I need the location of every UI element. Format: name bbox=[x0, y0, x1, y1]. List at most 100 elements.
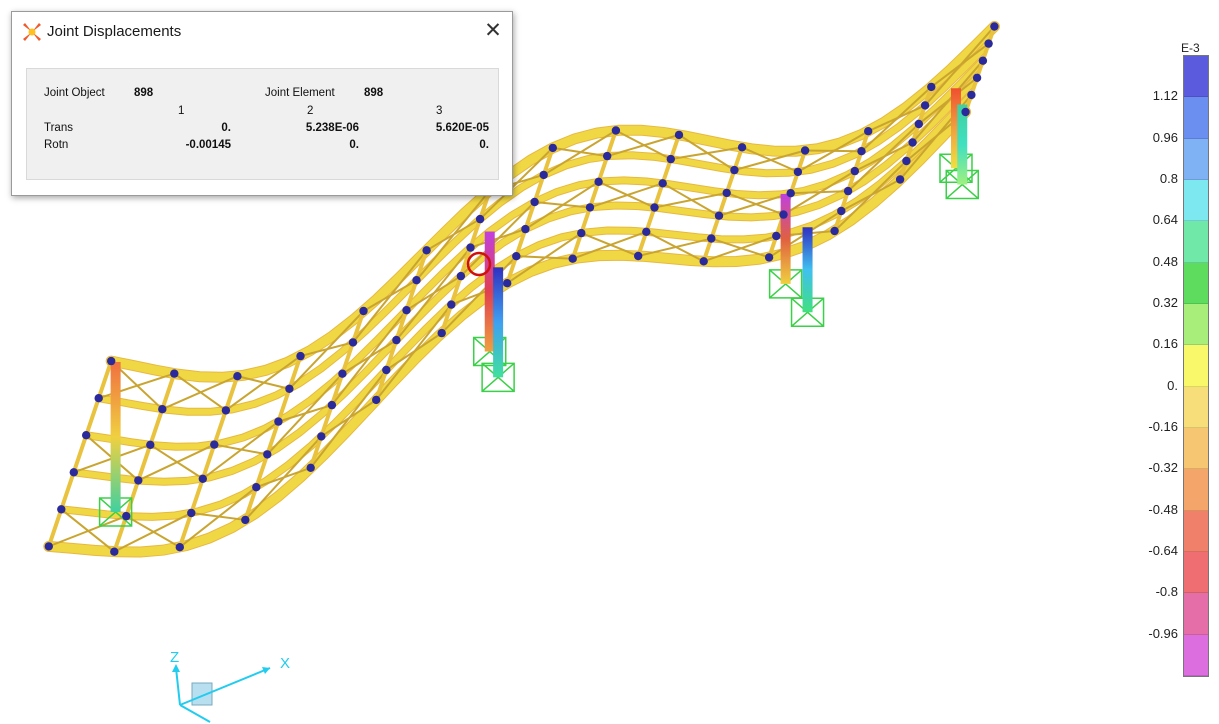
joint-marker[interactable] bbox=[611, 126, 621, 135]
joint-marker[interactable] bbox=[730, 165, 739, 175]
joint-marker[interactable] bbox=[241, 515, 250, 525]
joint-marker[interactable] bbox=[539, 170, 548, 180]
joint-marker[interactable] bbox=[568, 254, 577, 263]
joint-marker[interactable] bbox=[967, 90, 976, 100]
joint-marker[interactable] bbox=[603, 151, 612, 161]
joint-marker[interactable] bbox=[793, 167, 803, 177]
joint-marker[interactable] bbox=[372, 395, 381, 405]
joint-marker[interactable] bbox=[327, 400, 337, 410]
joint-marker[interactable] bbox=[577, 228, 586, 238]
close-button[interactable]: ✕ bbox=[484, 19, 502, 42]
joint-marker[interactable] bbox=[772, 231, 781, 241]
joint-marker[interactable] bbox=[737, 143, 747, 152]
joint-marker[interactable] bbox=[274, 417, 283, 426]
joint-marker[interactable] bbox=[786, 189, 795, 198]
joint-marker[interactable] bbox=[908, 138, 917, 147]
joint-marker[interactable] bbox=[158, 405, 167, 414]
joint-marker[interactable] bbox=[585, 203, 595, 212]
joint-marker[interactable] bbox=[285, 384, 294, 393]
joint-marker[interactable] bbox=[764, 253, 774, 262]
legend-tick-label: 0.64 bbox=[1152, 212, 1178, 228]
joint-marker[interactable] bbox=[107, 356, 116, 366]
joint-marker[interactable] bbox=[221, 406, 231, 415]
joint-marker[interactable] bbox=[972, 73, 982, 83]
joint-marker[interactable] bbox=[296, 351, 305, 361]
joint-marker[interactable] bbox=[902, 156, 911, 166]
joint-marker[interactable] bbox=[338, 369, 347, 378]
joint-marker[interactable] bbox=[850, 166, 859, 176]
joint-marker[interactable] bbox=[837, 206, 846, 216]
joint-marker[interactable] bbox=[895, 175, 905, 184]
joint-marker[interactable] bbox=[306, 463, 315, 472]
dialog-titlebar[interactable]: Joint Displacements ✕ bbox=[12, 12, 512, 50]
selected-joint-marker[interactable] bbox=[466, 251, 492, 277]
joint-marker[interactable] bbox=[437, 328, 446, 338]
transverse-beam bbox=[570, 129, 618, 260]
joint-marker[interactable] bbox=[830, 226, 839, 236]
joint-marker[interactable] bbox=[402, 306, 411, 315]
joint-marker[interactable] bbox=[914, 119, 923, 129]
joint-marker[interactable] bbox=[359, 306, 368, 316]
joint-marker[interactable] bbox=[548, 143, 557, 153]
joint-marker[interactable] bbox=[122, 511, 131, 521]
joint-marker[interactable] bbox=[658, 179, 667, 188]
joint-marker[interactable] bbox=[920, 101, 930, 110]
legend-tick-label: 0.96 bbox=[1152, 129, 1178, 145]
joint-marker[interactable] bbox=[252, 483, 261, 492]
joint-marker[interactable] bbox=[422, 246, 431, 255]
joint-marker[interactable] bbox=[456, 271, 466, 281]
joint-marker[interactable] bbox=[594, 177, 603, 186]
joint-marker[interactable] bbox=[521, 224, 530, 234]
joint-marker[interactable] bbox=[210, 440, 219, 449]
joint-marker[interactable] bbox=[707, 234, 716, 243]
joint-displacements-dialog[interactable]: Joint Displacements ✕ Joint Object 898 J… bbox=[11, 11, 513, 196]
joint-marker[interactable] bbox=[348, 338, 358, 347]
joint-marker[interactable] bbox=[134, 476, 143, 485]
joint-marker[interactable] bbox=[666, 154, 675, 164]
joint-marker[interactable] bbox=[475, 214, 485, 224]
trans-value-1: 0. bbox=[221, 122, 231, 134]
joint-marker[interactable] bbox=[843, 186, 853, 196]
joint-marker[interactable] bbox=[69, 468, 79, 477]
joint-marker[interactable] bbox=[170, 369, 179, 378]
joint-marker[interactable] bbox=[699, 257, 708, 266]
joint-marker[interactable] bbox=[412, 276, 421, 285]
bracing-member bbox=[911, 60, 984, 144]
joint-marker[interactable] bbox=[634, 251, 643, 261]
joint-marker[interactable] bbox=[187, 508, 196, 518]
joint-marker[interactable] bbox=[984, 39, 993, 48]
joint-marker[interactable] bbox=[512, 252, 521, 261]
joint-marker[interactable] bbox=[779, 210, 788, 219]
joint-marker[interactable] bbox=[57, 505, 66, 514]
joint-marker[interactable] bbox=[392, 335, 401, 345]
joint-marker[interactable] bbox=[466, 243, 475, 252]
joint-marker[interactable] bbox=[447, 300, 456, 309]
joint-marker[interactable] bbox=[864, 127, 873, 136]
joint-marker[interactable] bbox=[263, 450, 272, 459]
joint-marker[interactable] bbox=[722, 188, 731, 198]
joint-marker[interactable] bbox=[927, 82, 936, 92]
joint-marker[interactable] bbox=[674, 130, 684, 140]
joint-marker[interactable] bbox=[233, 372, 242, 381]
bracing-member bbox=[860, 86, 932, 152]
joint-marker[interactable] bbox=[94, 394, 103, 403]
joint-marker[interactable] bbox=[961, 107, 970, 117]
joint-marker[interactable] bbox=[530, 197, 539, 207]
joint-marker[interactable] bbox=[714, 211, 724, 220]
joint-marker[interactable] bbox=[198, 474, 207, 483]
joint-marker[interactable] bbox=[82, 431, 91, 440]
joint-marker[interactable] bbox=[382, 365, 391, 375]
joint-marker[interactable] bbox=[990, 22, 999, 31]
joint-marker[interactable] bbox=[503, 279, 512, 288]
joint-marker[interactable] bbox=[44, 542, 53, 551]
joint-marker[interactable] bbox=[317, 432, 326, 441]
joint-marker[interactable] bbox=[175, 543, 184, 552]
joint-marker[interactable] bbox=[110, 547, 119, 556]
joint-marker[interactable] bbox=[800, 146, 810, 155]
joint-marker[interactable] bbox=[978, 56, 988, 65]
joint-marker[interactable] bbox=[146, 440, 155, 449]
joint-marker[interactable] bbox=[642, 227, 651, 236]
joint-marker[interactable] bbox=[857, 147, 866, 156]
joint-marker[interactable] bbox=[650, 203, 659, 212]
